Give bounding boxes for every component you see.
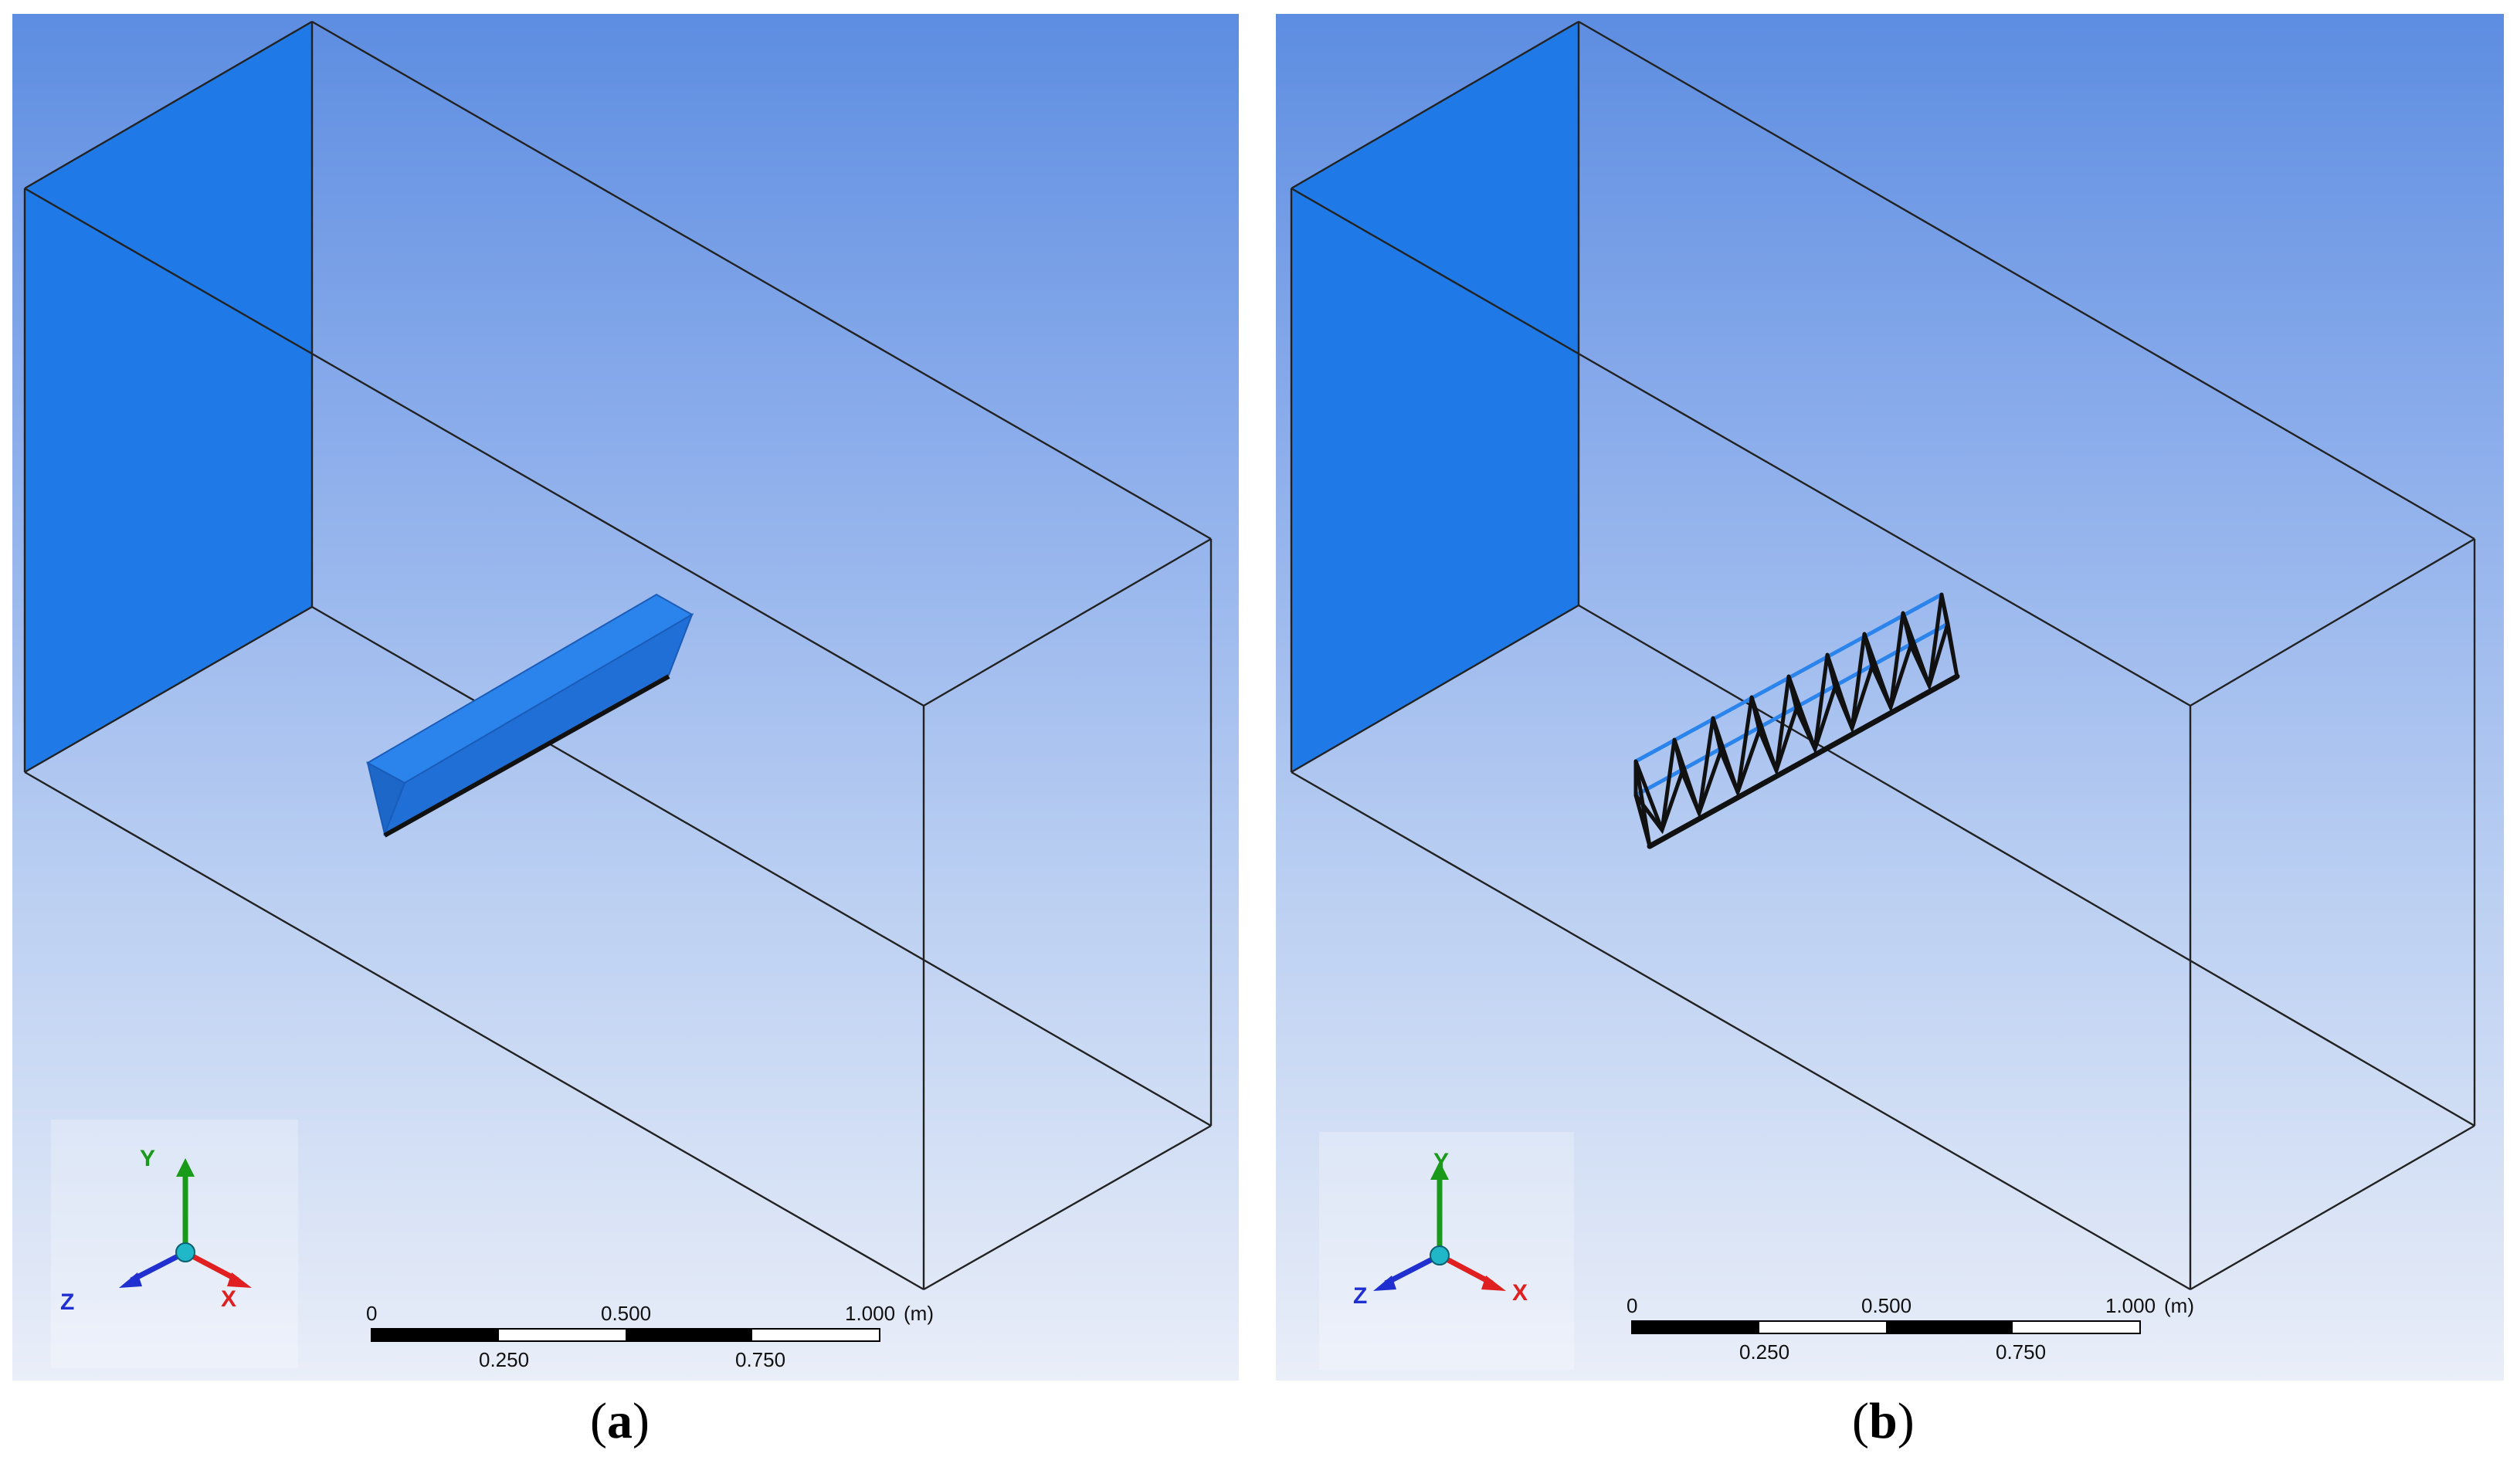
axis-x-label: X [1512, 1280, 1528, 1306]
viewport-a[interactable]: Y X Z 0 0.500 1.000 (m) 0.250 0.750 [12, 14, 1239, 1381]
scale-segments [371, 1328, 880, 1342]
triad-area [51, 1120, 298, 1368]
scale-label-1000: 1.000 [2105, 1294, 2156, 1317]
caption-a: (a) [590, 1393, 650, 1449]
axis-x-label: X [221, 1286, 237, 1312]
scale-unit: (m) [2164, 1294, 2194, 1317]
scale-label-0: 0 [1627, 1294, 1638, 1317]
axis-z-label: Z [1353, 1283, 1368, 1309]
axis-y-label: Y [1433, 1149, 1450, 1174]
scale-label-1000: 1.000 [845, 1302, 896, 1325]
axis-y-label: Y [140, 1146, 156, 1171]
scale-segments [1631, 1320, 2141, 1334]
axis-triad-b [1373, 1161, 1506, 1291]
domain-box [23, 20, 1213, 1291]
inlet-face [25, 22, 312, 772]
truss-beam [1633, 592, 1960, 849]
scale-unit: (m) [904, 1302, 934, 1325]
scale-label-0500: 0.500 [1861, 1294, 1912, 1317]
axis-z-label: Z [60, 1289, 75, 1315]
scale-label-0250: 0.250 [479, 1348, 530, 1371]
axis-triad-a [119, 1158, 252, 1288]
caption-b: (b) [1852, 1393, 1915, 1449]
scale-label-0500: 0.500 [601, 1302, 652, 1325]
viewport-b[interactable]: Y X Z 0 0.500 1.000 (m) 0.250 0.750 [1276, 14, 2504, 1381]
scale-label-0750: 0.750 [735, 1348, 786, 1371]
inlet-face [1291, 22, 1579, 772]
solid-beam [365, 593, 694, 838]
scale-bar-a: 0 0.500 1.000 (m) 0.250 0.750 [366, 1302, 934, 1373]
domain-box [1290, 20, 2476, 1291]
scale-label-0250: 0.250 [1739, 1340, 1790, 1364]
scene-a[interactable] [12, 14, 1239, 1381]
caption-b-letter: b [1868, 1393, 1898, 1449]
scale-bar-b: 0 0.500 1.000 (m) 0.250 0.750 [1627, 1294, 2194, 1365]
scene-b[interactable] [1276, 14, 2504, 1381]
caption-a-letter: a [606, 1393, 633, 1449]
scale-label-0750: 0.750 [1996, 1340, 2047, 1364]
scale-label-0: 0 [366, 1302, 378, 1325]
